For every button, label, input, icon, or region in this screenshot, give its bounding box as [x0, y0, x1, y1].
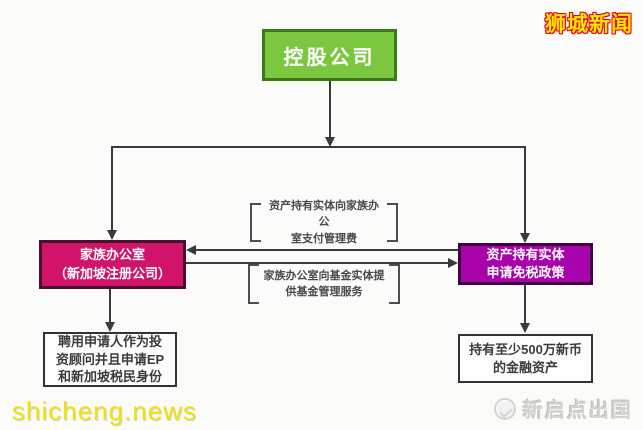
edge-label-fund-service-line1: 家族办公室向基金实体提 — [263, 269, 385, 282]
node-asset-entity: 资产持有实体 申请免税政策 — [458, 243, 593, 285]
node-hold-assets-line1: 持有至少500万新币 — [469, 341, 582, 357]
node-holding-company-label: 控股公司 — [283, 46, 376, 69]
watermark-shicheng-news-url: shicheng.news — [12, 396, 197, 426]
node-family-office-line1: 家族办公室 — [79, 246, 145, 262]
watermark-xinqidian-brand: 新启点出国 — [494, 394, 633, 423]
node-hold-assets: 持有至少500万新币 的金融资产 — [458, 334, 593, 383]
xinqidian-logo-icon — [494, 397, 516, 420]
edge-label-pay-fee-line2: 室支付管理费 — [291, 232, 357, 245]
node-asset-entity-line1: 资产持有实体 — [486, 246, 565, 262]
node-hire-applicant-line1: 聘用申请人作为投 — [57, 333, 162, 349]
node-asset-entity-line2: 申请免税政策 — [486, 265, 565, 280]
node-hire-applicant-line2: 资顾问并且申请EP — [55, 351, 165, 367]
watermark-shicheng-news-cn: 狮城新闻 — [545, 13, 633, 36]
node-hold-assets-line2: 的金融资产 — [492, 359, 558, 375]
node-family-office: 家族办公室 （新加坡注册公司） — [39, 240, 186, 289]
node-hire-applicant-line3: 和新加坡税民身份 — [57, 369, 162, 385]
edge-label-pay-management-fee: 资产持有实体向家族办公 室支付管理费 — [250, 200, 398, 245]
edge-label-pay-fee-line1: 资产持有实体向家族办公 — [269, 199, 379, 229]
node-family-office-line2: （新加坡注册公司） — [53, 265, 171, 281]
node-hire-applicant: 聘用申请人作为投 资顾问并且申请EP 和新加坡税民身份 — [43, 332, 177, 387]
edge-label-fund-service-line2: 供基金管理服务 — [285, 286, 363, 298]
connector-branch-horizontal — [111, 146, 526, 148]
watermark-xinqidian-text: 新启点出国 — [523, 400, 633, 422]
node-holding-company: 控股公司 — [262, 29, 397, 81]
edge-label-provide-fund-service: 家族办公室向基金实体提 供基金管理服务 — [248, 264, 400, 304]
